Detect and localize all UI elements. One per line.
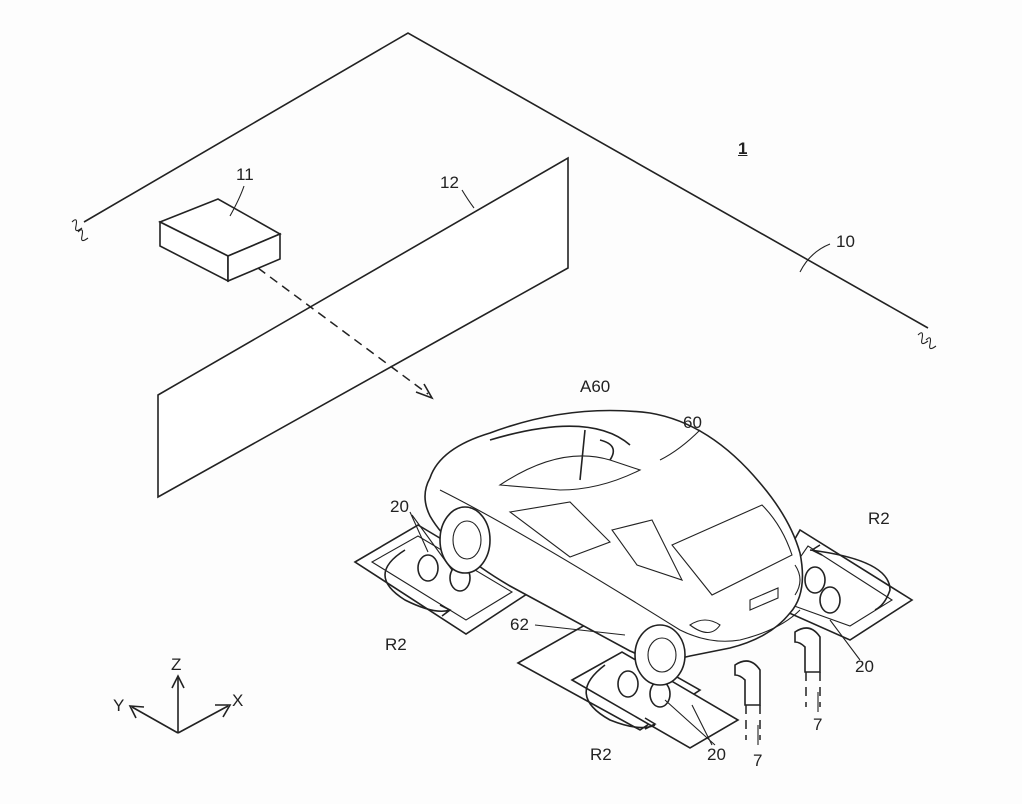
break-mark-left [71,219,89,242]
projection-path [257,267,429,395]
leader-10 [799,243,831,273]
label-rotation-vehicle: A60 [580,377,611,396]
label-vehicle: 60 [683,413,702,432]
label-duct: 7 [813,715,823,734]
label-roller-unit: 20 [855,657,874,676]
label-projector: 11 [236,165,254,184]
label-roller-rotation: R2 [590,745,612,764]
projection-arrowhead [415,383,434,400]
floor-outline [83,32,929,329]
label-floor: 10 [836,232,855,251]
ducts [734,627,821,740]
label-wheel: 62 [510,615,529,634]
label-roller-unit: 20 [707,745,726,764]
label-system: 1 [738,139,748,158]
leader-11 [229,185,245,217]
leaders [409,429,861,746]
vehicle [424,409,804,686]
label-roller-rotation: R2 [385,635,407,654]
rotation-arrow-R2-b [585,664,657,730]
projector-box [158,198,282,283]
label-roller-unit: 20 [390,497,409,516]
rotation-arrow-R2-a [384,549,452,617]
screen-panel [157,156,569,499]
label-screen: 12 [440,173,459,192]
leader-12 [461,189,475,209]
label-duct: 7 [753,751,763,770]
axis-label-z: Z [171,655,182,674]
axis-label-y: Y [113,696,125,715]
rotation-arrow-R2-c [809,544,891,611]
break-mark-right [917,332,937,350]
axis-triad [128,674,232,734]
label-roller-rotation: R2 [868,509,890,528]
rotation-arrow-A60 [489,425,631,481]
axis-label-x: X [232,691,244,710]
